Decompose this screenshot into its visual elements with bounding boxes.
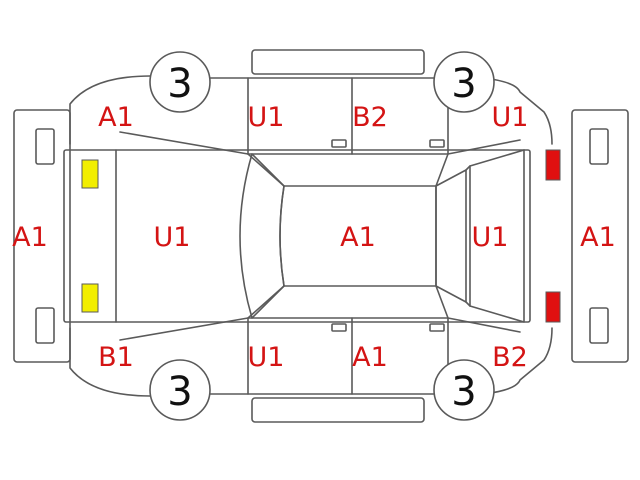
roof-panel xyxy=(279,185,437,287)
wheel-front-left-number: 3 xyxy=(167,61,192,107)
windshield xyxy=(239,153,285,319)
label-left-front-door: U1 xyxy=(248,102,285,133)
right-side-step xyxy=(251,397,425,423)
label-rear-bumper: A1 xyxy=(580,222,616,253)
trunk-top-edge xyxy=(465,165,471,171)
label-trunk: U1 xyxy=(472,222,509,253)
left-side-step xyxy=(251,49,425,75)
rear-bumper-clip-top xyxy=(589,128,609,165)
front-right-wheel-icon xyxy=(433,51,495,113)
rear-lamp-top-marker xyxy=(545,149,561,181)
rear-left-wheel-icon xyxy=(149,359,211,421)
front-bumper-clip-top xyxy=(35,128,55,165)
label-right-rear-door: A1 xyxy=(352,342,388,373)
label-left-quarter: U1 xyxy=(492,102,529,133)
front-bumper-clip-bottom xyxy=(35,307,55,344)
right-rear-door-handle xyxy=(429,323,445,332)
front-left-wheel-icon xyxy=(149,51,211,113)
rear-lamp-bottom-marker xyxy=(545,291,561,323)
front-lamp-top-marker xyxy=(81,159,99,189)
label-hood: U1 xyxy=(154,222,191,253)
front-bumper-panel xyxy=(13,109,71,363)
label-front-right-fender: B1 xyxy=(98,342,134,373)
rear-window xyxy=(435,169,467,303)
rear-right-wheel-icon xyxy=(433,359,495,421)
trunk-bottom-edge xyxy=(465,301,471,307)
label-roof: A1 xyxy=(340,222,376,253)
windshield-top-right xyxy=(247,285,285,319)
wheel-front-right-number: 3 xyxy=(451,61,476,107)
wheel-rear-right-number: 3 xyxy=(451,369,476,415)
left-rear-door-handle xyxy=(429,139,445,148)
left-sill-line xyxy=(119,131,521,155)
label-front-left-fender: A1 xyxy=(98,102,134,133)
front-lamp-bottom-marker xyxy=(81,283,99,313)
left-front-door-handle xyxy=(331,139,347,148)
trunk-lid xyxy=(469,149,525,323)
roof-rear-left xyxy=(435,153,449,187)
right-sill-line xyxy=(119,317,521,341)
body-top xyxy=(63,149,531,323)
label-left-rear-door: B2 xyxy=(352,102,388,133)
rear-bumper-clip-bottom xyxy=(589,307,609,344)
right-front-door-handle xyxy=(331,323,347,332)
rear-bumper-panel xyxy=(571,109,629,363)
windshield-top-left xyxy=(247,153,285,187)
label-right-front-door: U1 xyxy=(248,342,285,373)
label-front-bumper: A1 xyxy=(12,222,48,253)
roof-rear-right xyxy=(435,285,449,319)
label-right-quarter: B2 xyxy=(492,342,528,373)
wheel-rear-left-number: 3 xyxy=(167,369,192,415)
